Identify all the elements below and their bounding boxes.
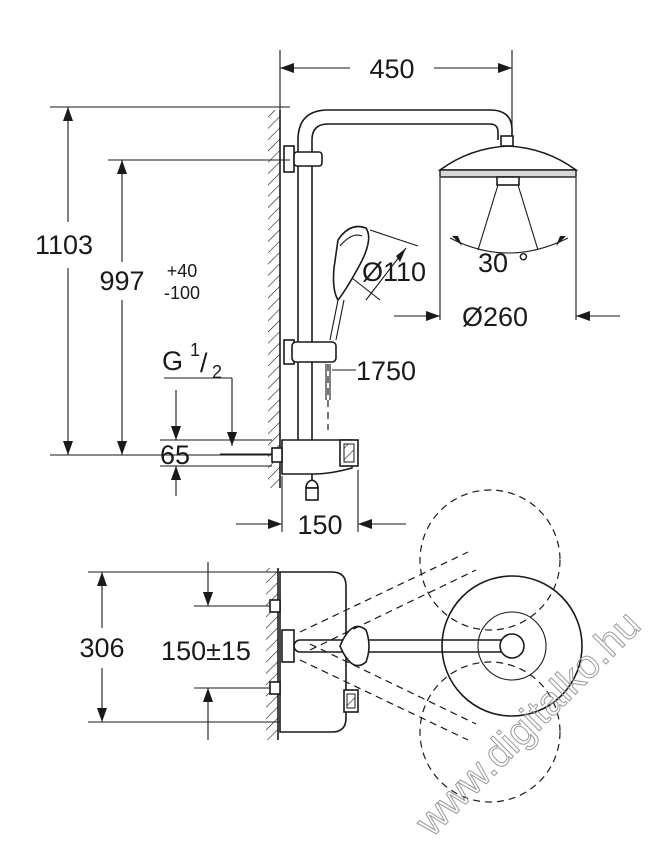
- dim-150: 150: [236, 470, 406, 540]
- label-997-plus: +40: [167, 261, 198, 281]
- label-headshower-diameter: Ø260: [462, 302, 528, 332]
- label-150: 150: [297, 510, 342, 540]
- label-angle-unit: °: [518, 248, 529, 278]
- dim-997: 997 +40 -100: [99, 159, 290, 455]
- dim-1750: 1750: [332, 356, 416, 386]
- thread-label: G 1 / 2: [162, 340, 237, 446]
- thermostat-elevation: [271, 439, 359, 501]
- thread-slash: /: [200, 348, 208, 378]
- label-450: 450: [369, 54, 414, 84]
- dim-1103: 1103: [35, 106, 290, 456]
- head-shower: [437, 135, 579, 320]
- label-997-minus: -100: [164, 283, 200, 303]
- label-997: 997: [99, 266, 144, 296]
- label-306: 306: [79, 633, 124, 663]
- dim-150-15: 150±15: [161, 562, 270, 740]
- hand-shower: [329, 225, 419, 341]
- shower-rail: [283, 109, 513, 440]
- label-angle: 30: [478, 248, 508, 278]
- label-handshower-diameter: Ø110: [362, 257, 426, 287]
- label-150-15: 150±15: [161, 636, 251, 666]
- wall-plan: [266, 568, 279, 740]
- thread-prefix: G: [162, 346, 183, 376]
- dim-260: Ø260: [394, 302, 620, 332]
- plan-view: [269, 489, 583, 803]
- dim-306: 306: [79, 571, 280, 723]
- label-65: 65: [160, 440, 190, 470]
- thread-numerator: 1: [190, 340, 200, 360]
- label-1750: 1750: [356, 356, 416, 386]
- wall-elevation: [268, 110, 281, 488]
- dim-65: 65: [160, 390, 272, 496]
- thread-denominator: 2: [212, 362, 222, 382]
- label-1103: 1103: [35, 230, 93, 260]
- dim-450: 450: [279, 50, 513, 130]
